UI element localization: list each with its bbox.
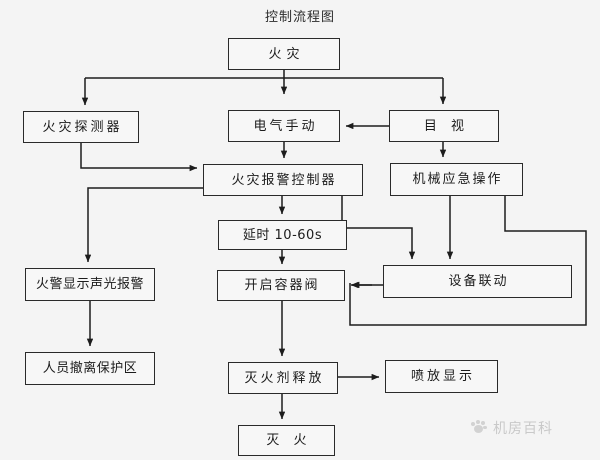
node-open-container-valve[interactable]: 开启容器阀 (217, 270, 345, 301)
node-label: 设备联动 (448, 274, 509, 289)
node-label: 目 视 (423, 118, 470, 134)
node-fire[interactable]: 火灾 (228, 38, 340, 70)
node-extinguishing-agent-release[interactable]: 灭火剂释放 (228, 362, 338, 394)
node-label: 延时 10-60s (242, 227, 323, 243)
watermark: 机房百科 (470, 418, 553, 438)
edge-controller-to-alarmdisp (84, 187, 203, 263)
node-label: 开启容器阀 (244, 278, 320, 293)
node-label: 火灾 (268, 46, 305, 62)
node-label: 喷放显示 (410, 369, 475, 384)
node-label: 火灾探测器 (42, 119, 123, 135)
node-mechanical-emergency-operation[interactable]: 机械应急操作 (390, 163, 523, 196)
node-label: 火灾报警控制器 (231, 172, 337, 188)
edge-detector-to-controller (80, 143, 198, 172)
paw-logo-icon (470, 419, 487, 437)
page-title: 控制流程图 (264, 10, 335, 25)
edge-controller-to-linkage (341, 196, 416, 260)
node-alarm-display-sound-light[interactable]: 火警显示声光报警 (25, 268, 155, 301)
node-fire-alarm-controller[interactable]: 火灾报警控制器 (203, 164, 363, 196)
node-personnel-evacuation-zone[interactable]: 人员撤离保护区 (25, 352, 155, 385)
node-visual-inspection[interactable]: 目 视 (389, 110, 499, 142)
node-fire-detector[interactable]: 火灾探测器 (23, 111, 139, 143)
edge-mech-to-openvalve (349, 196, 587, 326)
node-spray-display[interactable]: 喷放显示 (385, 360, 498, 393)
node-label: 火警显示声光报警 (35, 277, 144, 292)
node-label: 机械应急操作 (412, 172, 503, 187)
node-label: 灭火剂释放 (244, 370, 325, 386)
node-label: 灭 火 (266, 433, 312, 448)
node-fire-extinguished[interactable]: 灭 火 (238, 425, 335, 456)
node-delay[interactable]: 延时 10-60s (218, 220, 347, 250)
node-label: 人员撤离保护区 (42, 361, 138, 376)
node-electric-manual[interactable]: 电气手动 (228, 110, 340, 142)
watermark-text: 机房百科 (493, 421, 553, 437)
node-label: 电气手动 (253, 118, 318, 134)
node-equipment-linkage[interactable]: 设备联动 (383, 265, 572, 298)
